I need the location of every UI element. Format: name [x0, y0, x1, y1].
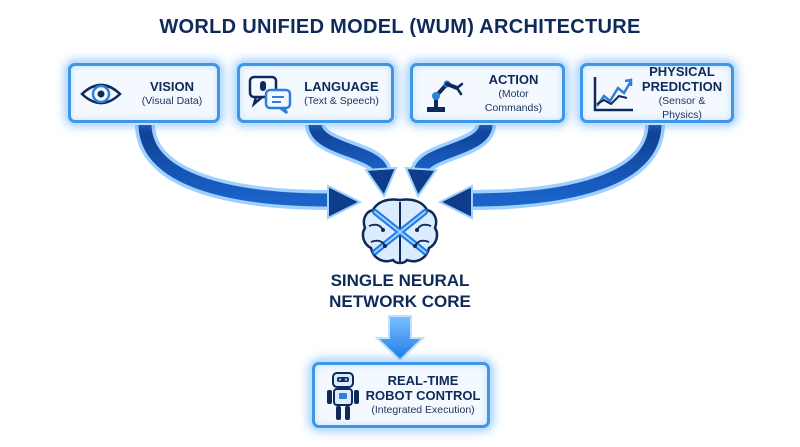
language-subtitle: (Text & Speech): [304, 94, 379, 107]
arrow-language-to-core: [305, 114, 398, 199]
input-box-language: LANGUAGE (Text & Speech): [237, 63, 394, 123]
output-subtitle: (Integrated Execution): [371, 404, 475, 416]
vision-heading: VISION: [149, 78, 195, 94]
input-box-physical-prediction: PHYSICAL PREDICTION (Sensor & Physics): [580, 63, 734, 123]
arrow-action-to-core: [404, 114, 496, 199]
diagram-title: WORLD UNIFIED MODEL (WUM) ARCHITECTURE: [159, 16, 641, 38]
physical-subtitle: (Sensor & Physics): [658, 95, 706, 121]
vision-subtitle: (Visual Data): [141, 94, 203, 107]
line-chart-icon: [593, 77, 633, 112]
robot-arm-icon: [427, 80, 464, 112]
neural-brain-icon: [361, 198, 439, 265]
core-label-line1: SINGLE NEURAL: [330, 271, 470, 290]
input-box-action: ACTION (Motor Commands): [410, 63, 565, 123]
physical-heading-line1: PHYSICAL: [649, 64, 715, 79]
language-heading: LANGUAGE: [304, 78, 379, 94]
action-heading: ACTION: [488, 71, 539, 87]
core-label: SINGLE NEURAL NETWORK CORE: [0, 270, 800, 312]
output-heading-line2: ROBOT CONTROL: [365, 388, 481, 403]
robot-icon: [327, 372, 359, 420]
physical-heading-line2: PREDICTION: [641, 79, 723, 94]
speech-bubbles-icon: [248, 75, 292, 114]
output-heading-line1: REAL-TIME: [387, 373, 459, 388]
output-box-robot-control: REAL-TIME ROBOT CONTROL (Integrated Exec…: [312, 362, 490, 428]
arrow-vision-to-core: [135, 114, 363, 220]
action-subtitle: (Motor Commands): [484, 87, 543, 114]
eye-icon: [80, 83, 122, 105]
core-label-line2: NETWORK CORE: [329, 292, 471, 311]
input-box-vision: VISION (Visual Data): [68, 63, 220, 123]
arrow-physical-to-core: [437, 114, 665, 220]
arrow-core-to-output: [374, 315, 426, 362]
